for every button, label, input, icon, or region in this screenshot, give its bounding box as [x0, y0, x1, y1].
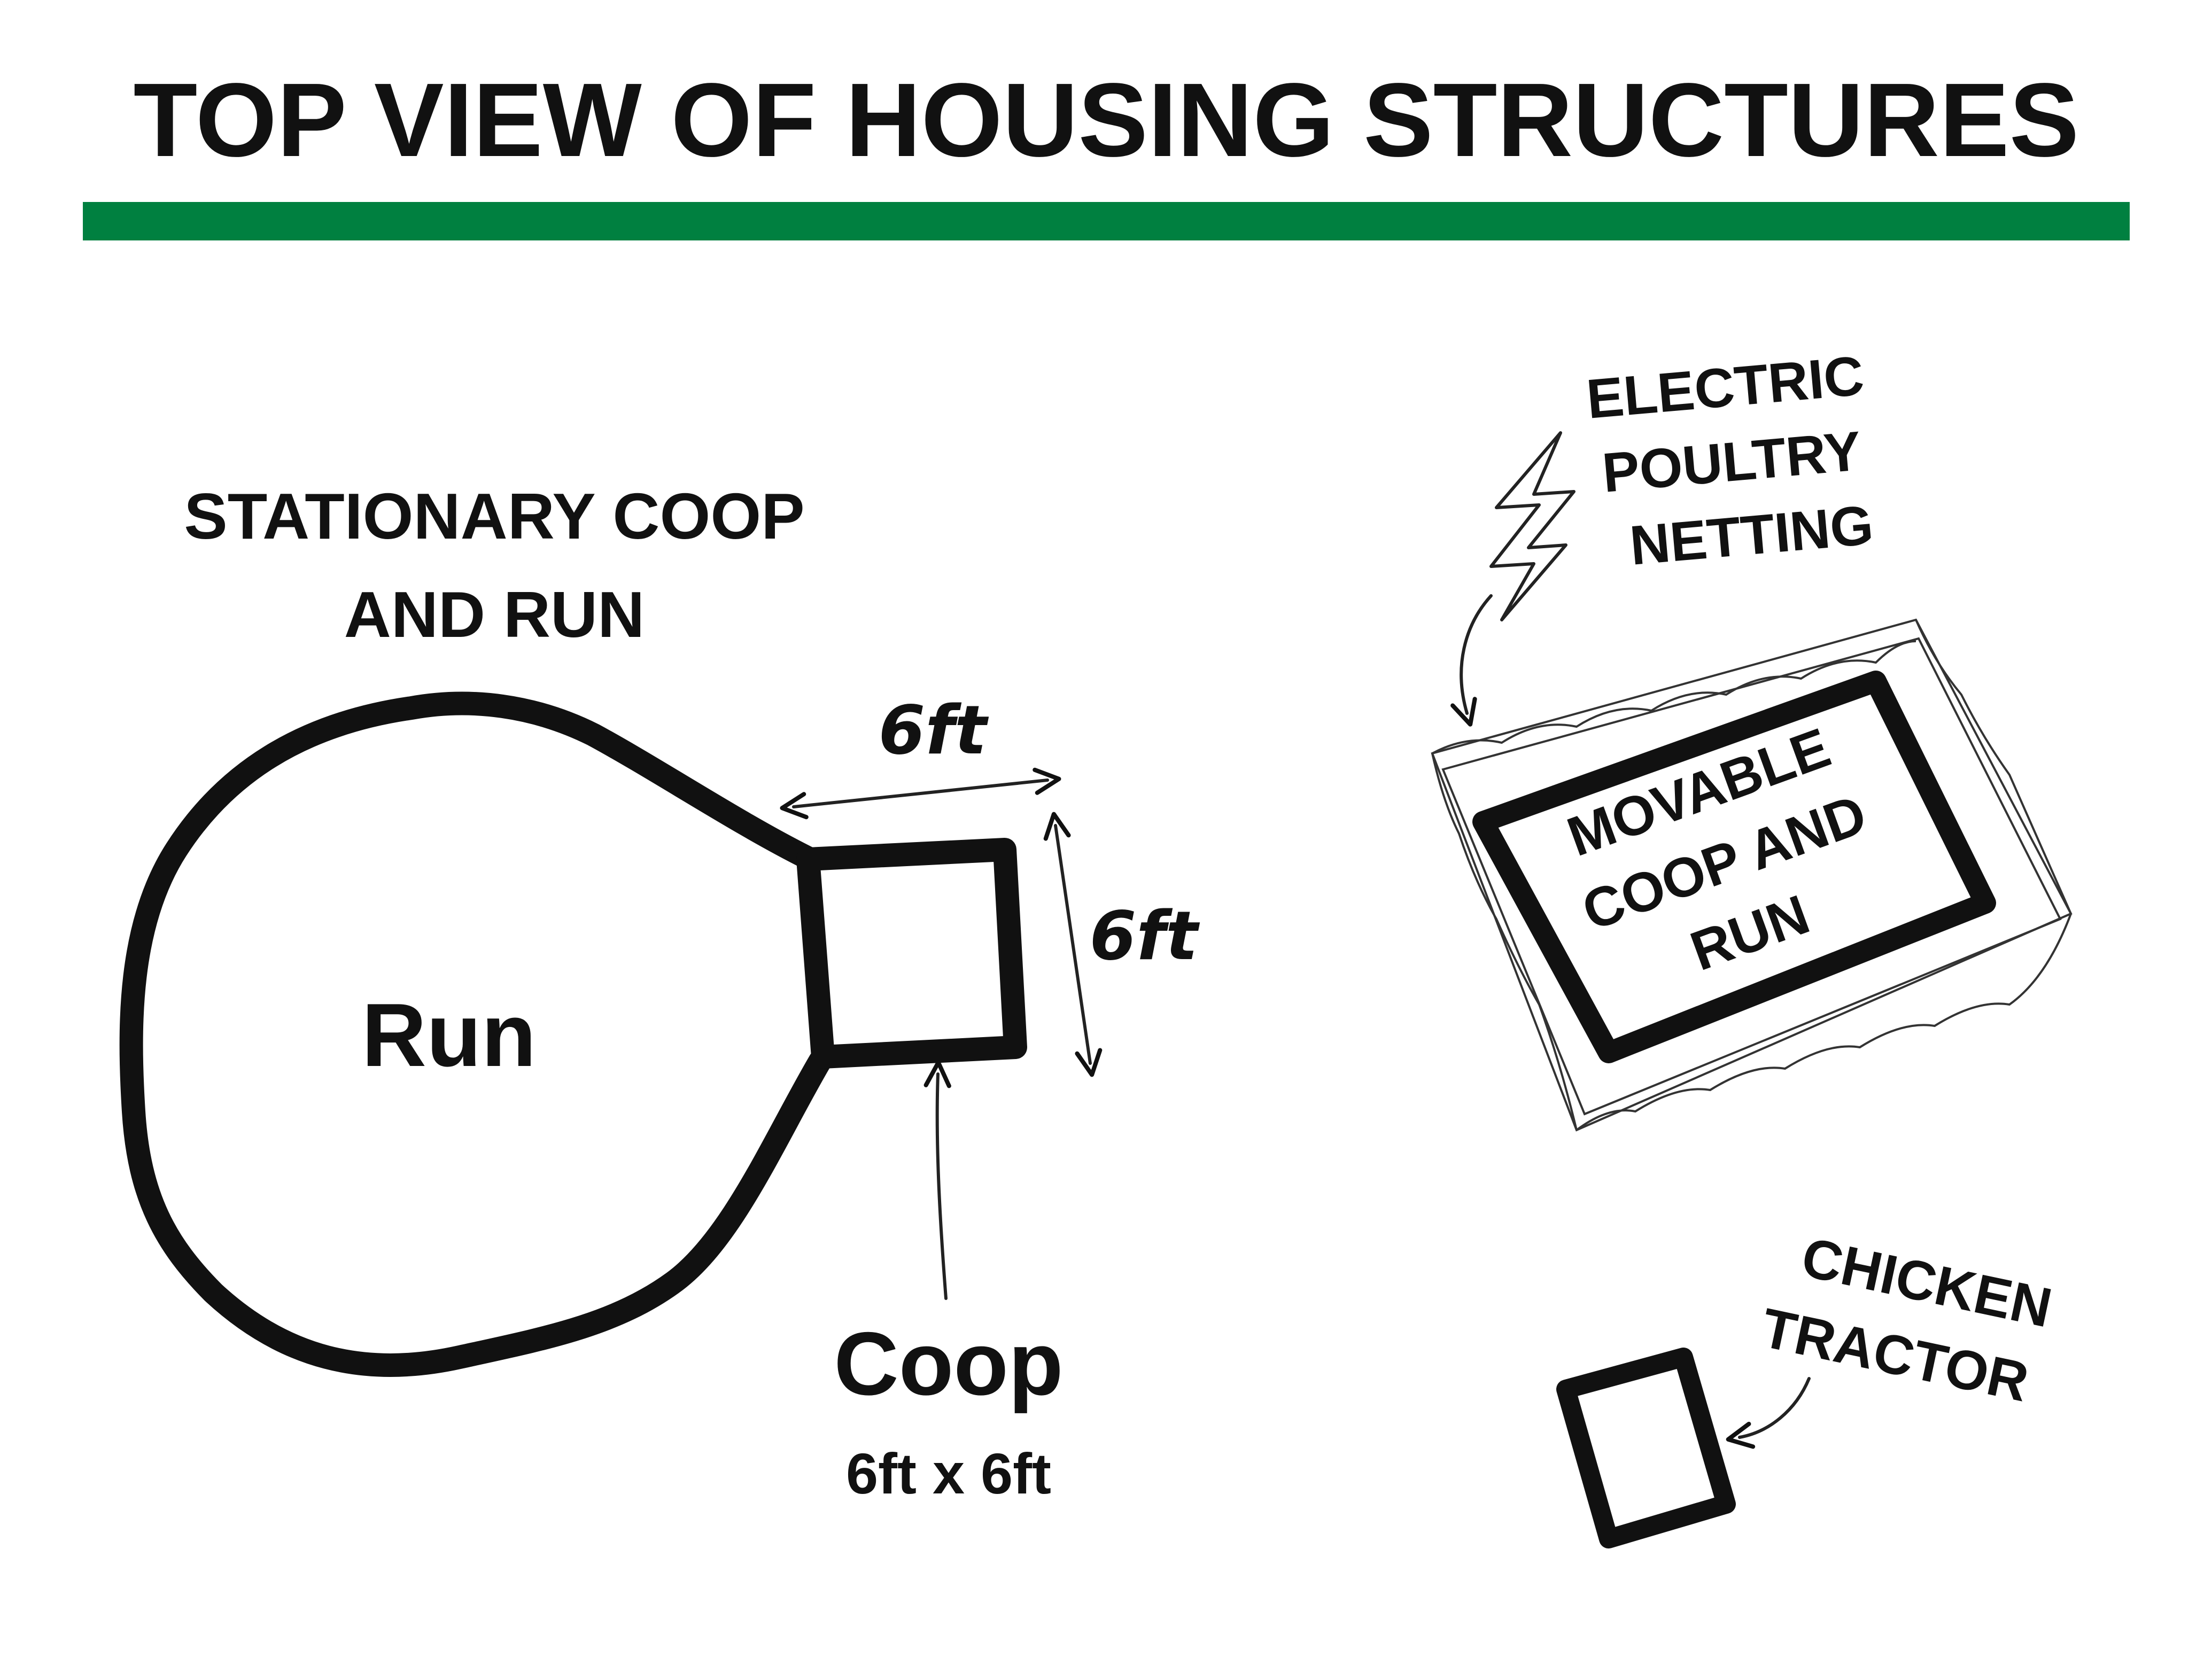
- netting-label-line1: ELECTRIC: [1584, 345, 1866, 431]
- netting-label-line2: POULTRY: [1600, 420, 1864, 504]
- run-label: Run: [362, 985, 537, 1085]
- coop-size-label: 6ft x 6ft: [846, 1441, 1051, 1506]
- coop-label: Coop: [834, 1313, 1063, 1414]
- title-underline-bar: [83, 202, 2130, 240]
- netting-pointer-arrow: [1450, 594, 1493, 727]
- movable-coop-rectangle: [1472, 671, 1996, 1063]
- stationary-heading-line2: AND RUN: [344, 578, 645, 651]
- coop-pointer-arrow: [923, 1060, 951, 1300]
- run-enclosure: [119, 691, 832, 1377]
- tractor-label: CHICKEN TRACTOR: [1756, 1226, 2057, 1414]
- coop-depth-dimension: 6ft: [1090, 897, 1200, 975]
- netting-label: ELECTRIC POULTRY NETTING: [1584, 345, 1876, 577]
- coop-width-dimension: 6ft: [879, 691, 989, 769]
- coop-depth-arrow: [1043, 812, 1103, 1077]
- netting-label-line3: NETTING: [1627, 494, 1876, 577]
- coop-width-arrow: [780, 767, 1061, 820]
- tractor-pointer-arrow: [1726, 1377, 1811, 1449]
- lightning-bolt-icon: [1489, 431, 1575, 621]
- page-title: TOP VIEW OF HOUSING STRUCTURES: [134, 61, 2079, 178]
- stationary-heading-line1: STATIONARY COOP: [184, 480, 804, 552]
- chicken-tractor-rectangle: [1556, 1348, 1736, 1548]
- electric-netting: [1431, 618, 2073, 1132]
- coop-square: [796, 838, 1027, 1069]
